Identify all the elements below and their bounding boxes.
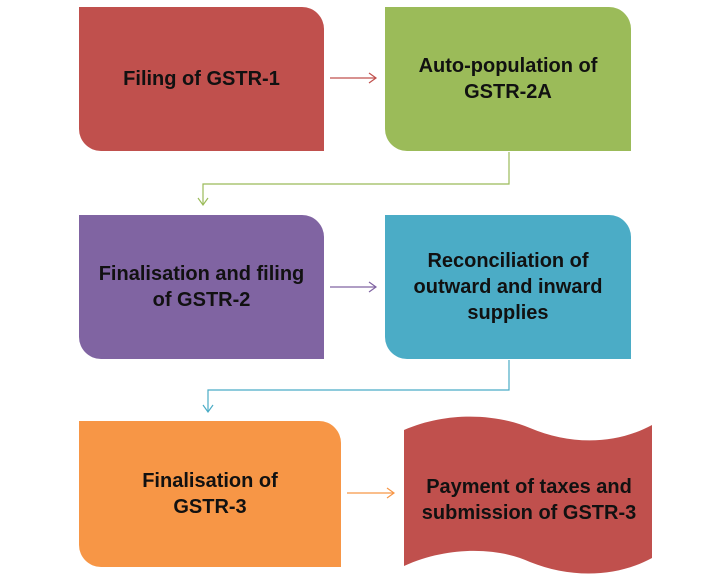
step-payment-submission: Payment of taxes and submission of GSTR-… <box>404 450 654 550</box>
step-label: Auto-population of GSTR-2A <box>418 55 598 103</box>
arrow-5-to-6 <box>347 487 396 499</box>
step-label: Payment of taxes and submission of GSTR-… <box>421 476 637 524</box>
step-finalisation-gstr3: Finalisation of GSTR-3 <box>79 421 341 567</box>
step-filing-gstr1: Filing of GSTR-1 <box>79 7 324 151</box>
step-label: Reconciliation of outward and inward sup… <box>413 250 603 324</box>
payment-step-shape <box>404 416 652 574</box>
arrow-2-to-3 <box>197 152 510 207</box>
step-label: Filing of GSTR-1 <box>123 68 280 90</box>
step-finalisation-filing-gstr2: Finalisation and filing of GSTR-2 <box>79 215 324 359</box>
step-label: Finalisation of GSTR-3 <box>142 470 278 518</box>
arrow-3-to-4 <box>330 281 378 293</box>
step-label: Finalisation and filing of GSTR-2 <box>98 263 305 311</box>
arrow-1-to-2 <box>330 72 378 84</box>
step-reconciliation: Reconciliation of outward and inward sup… <box>385 215 631 359</box>
step-auto-population-gstr2a: Auto-population of GSTR-2A <box>385 7 631 151</box>
arrow-4-to-5 <box>202 360 510 414</box>
